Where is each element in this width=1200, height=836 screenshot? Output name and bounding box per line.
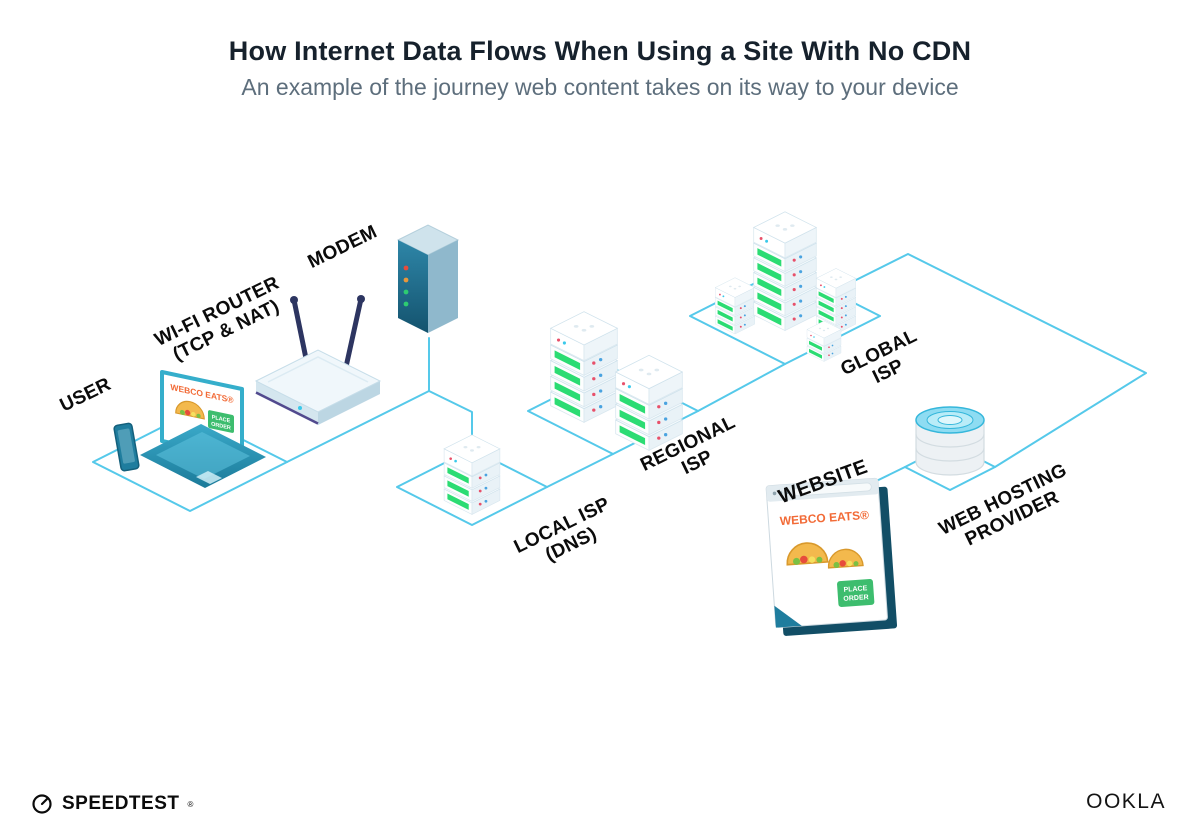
web-hosting-illustration <box>915 406 985 476</box>
browser-dot-icon <box>784 490 789 495</box>
speedtest-logo: SPEEDTEST ® <box>30 792 193 816</box>
website-order-button <box>837 578 875 608</box>
browser-url-bar <box>793 482 872 497</box>
website-brand-text: WEBCO EATS® <box>779 508 869 528</box>
browser-dot-icon <box>778 491 783 495</box>
regional-isp-servers <box>550 311 683 451</box>
website-corner-accent <box>774 605 802 628</box>
website-illustration: WEBCO EATS® PLACE ORDER <box>765 477 898 636</box>
page-title: How Internet Data Flows When Using a Sit… <box>228 36 972 66</box>
user-laptop-illustration: WEBCO EATS® PLACE ORDER <box>113 370 266 488</box>
website-button-line2: ORDER <box>843 594 869 603</box>
website-button-line1: PLACE <box>843 585 867 594</box>
laptop-button-line1: PLACE <box>212 415 231 425</box>
global-platform-line <box>689 267 881 365</box>
local-to-regional-line <box>546 453 614 488</box>
page-subtitle: An example of the journey web content ta… <box>241 74 959 100</box>
local-isp-servers <box>443 434 501 515</box>
registered-mark: ® <box>187 799 194 809</box>
laptop-button-line2: ORDER <box>211 421 231 431</box>
laptop-order-button <box>208 410 234 433</box>
speedtest-wordmark: SPEEDTEST <box>62 793 180 814</box>
wifi-router-illustration <box>254 295 382 425</box>
ookla-logo: OOKLA <box>1086 790 1166 814</box>
regional-to-global-line <box>697 363 786 412</box>
modem-illustration <box>396 224 460 333</box>
phone-icon <box>113 422 140 472</box>
speedtest-gauge-icon <box>32 794 52 814</box>
global-to-hosting-line <box>831 253 1147 468</box>
ookla-wordmark: OOKLA <box>1086 790 1166 813</box>
browser-dot-icon <box>772 491 777 496</box>
